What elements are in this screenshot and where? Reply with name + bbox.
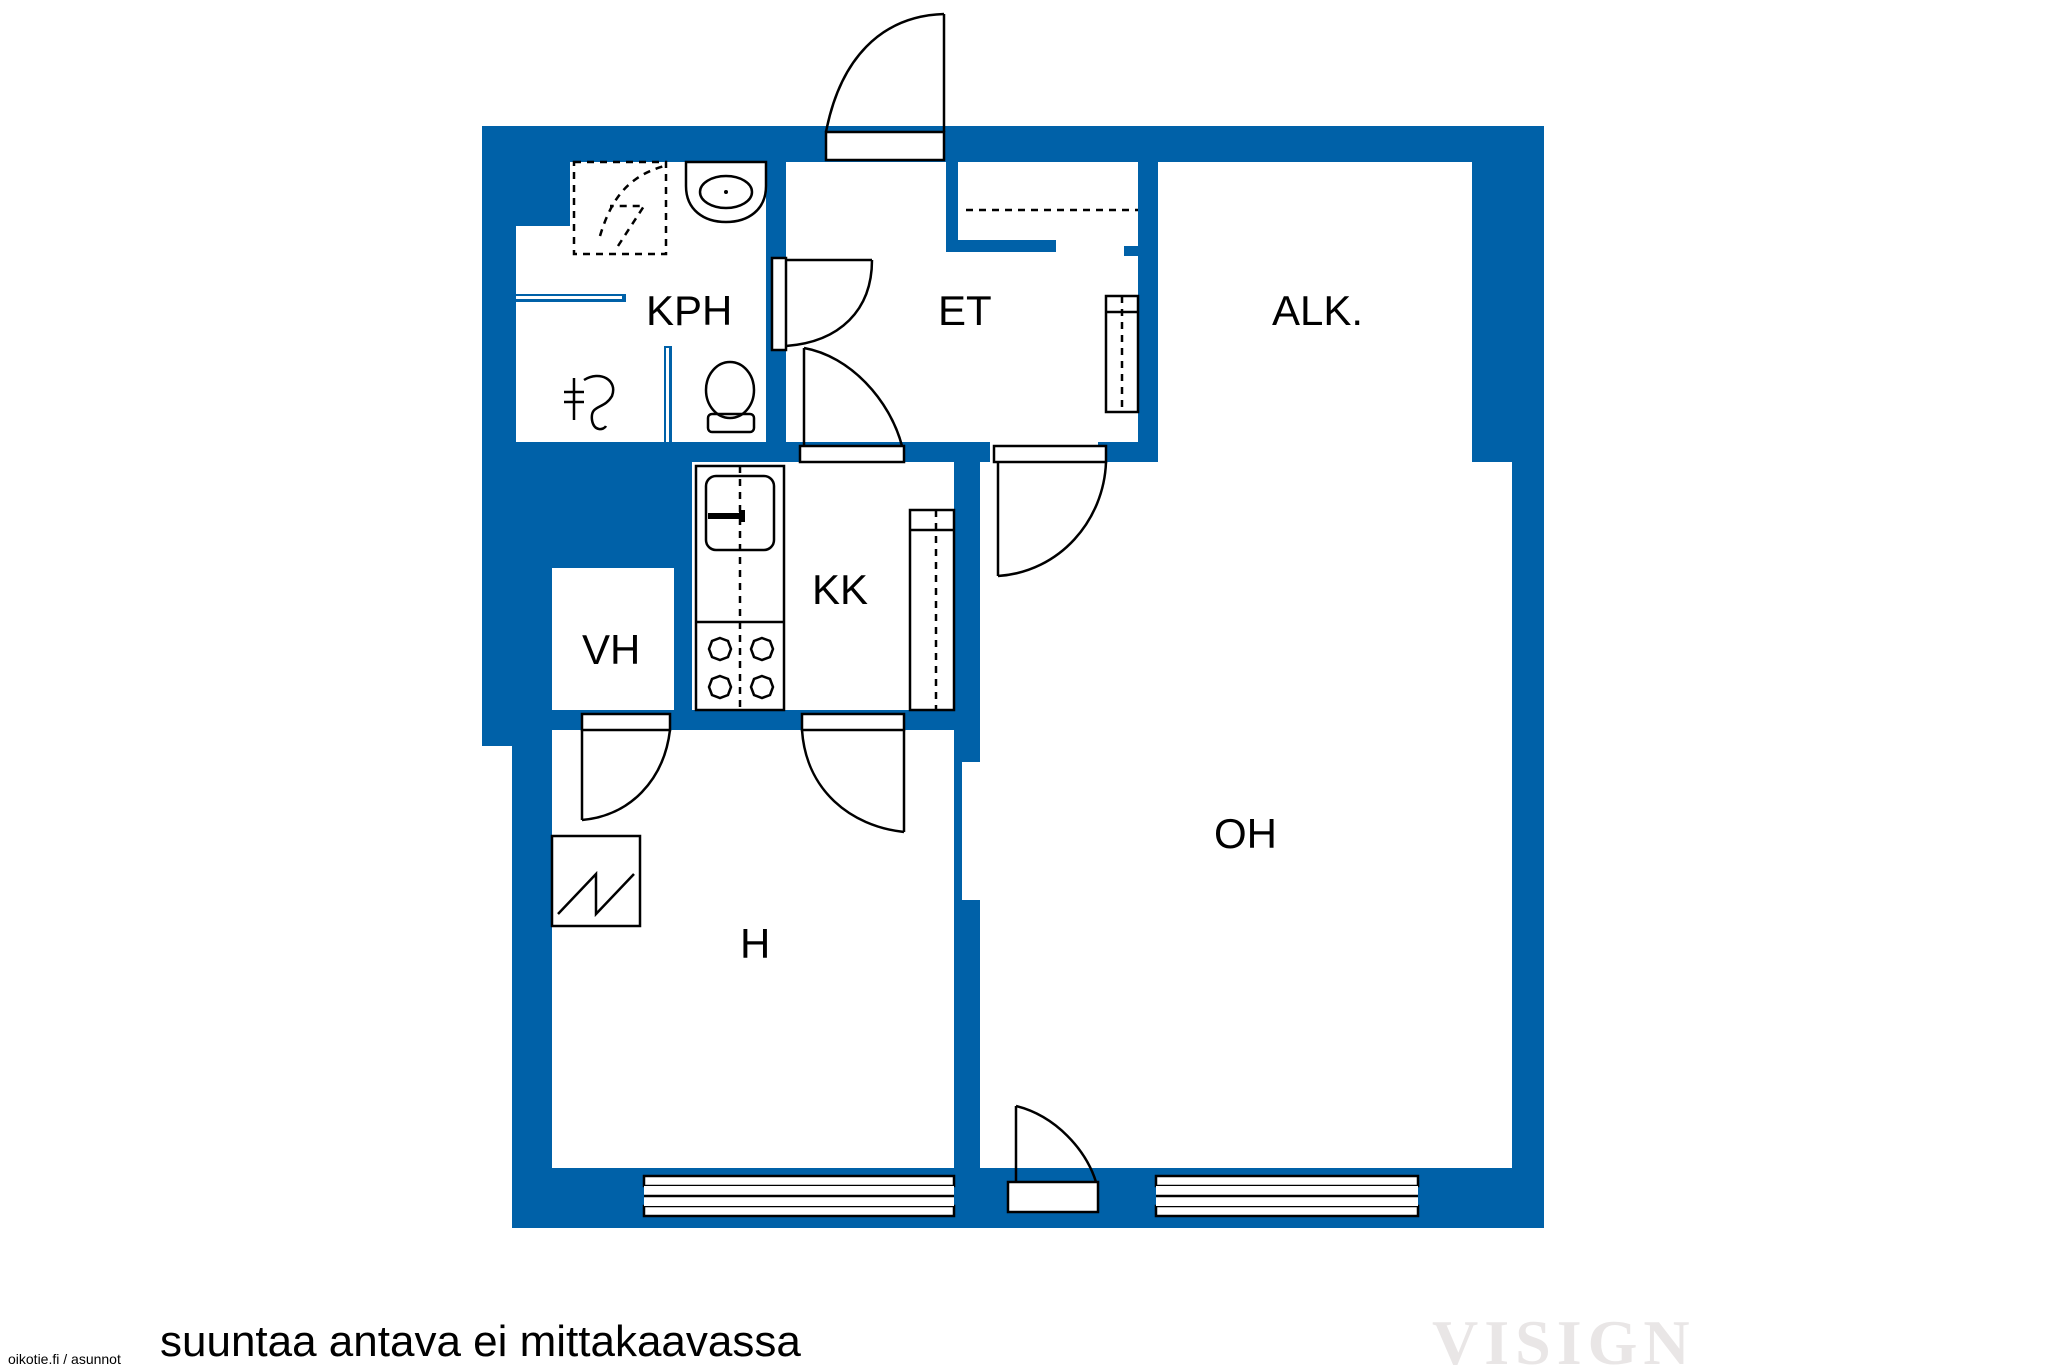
bathroom-sink — [684, 160, 768, 224]
window-bedroom — [642, 1174, 956, 1188]
kk-door-opening — [798, 444, 906, 464]
kph-wc-wall-line — [666, 348, 669, 442]
entrance-door-opening — [824, 130, 946, 162]
balcony-door-leaf — [1014, 1104, 1098, 1183]
vh-door-leaf — [580, 729, 672, 822]
scale-disclaimer: suuntaa antava ei mittakaavassa — [160, 1317, 801, 1365]
balcony-door-opening — [1006, 1180, 1100, 1214]
room-labels: KPH ET ALK. KK VH OH H — [582, 287, 1363, 967]
room-et-floor — [786, 162, 1138, 442]
window-living-2 — [1154, 1204, 1420, 1218]
entrance-door-leaf — [824, 12, 946, 133]
oh-door-opening — [992, 444, 1108, 464]
vh-door-opening — [580, 712, 672, 732]
kk-door-leaf — [802, 346, 904, 447]
oh-door-leaf — [996, 461, 1108, 578]
kph-door-opening — [770, 256, 788, 352]
visign-logo: VISIGN — [1432, 1307, 1696, 1365]
et-closet-wall-2 — [946, 162, 958, 252]
et-closet-wall-3 — [1124, 246, 1138, 256]
source-credit: oikotie.fi / asunnot — [8, 1351, 121, 1365]
room-label-et: ET — [938, 287, 992, 334]
stove-icon — [707, 636, 775, 700]
window-living — [1154, 1174, 1420, 1188]
electric-panel-icon — [550, 834, 642, 928]
room-vh-floor — [552, 568, 674, 710]
windows — [642, 1174, 1420, 1218]
window-bedroom-2 — [642, 1204, 956, 1218]
et-closet-wall — [946, 240, 1056, 252]
doors — [580, 12, 1108, 1214]
room-oh-floor — [962, 162, 1512, 1168]
toilet-icon — [704, 360, 756, 420]
floor-drain-icon — [564, 374, 615, 431]
kitchen-cabinet — [908, 508, 956, 712]
kph-door-leaf — [785, 258, 874, 348]
room-kph-floor — [516, 162, 766, 442]
room-h-floor — [552, 730, 954, 1168]
room-label-vh: VH — [582, 626, 640, 673]
h-door-opening — [800, 712, 906, 732]
room-label-kph: KPH — [646, 287, 732, 334]
room-label-alk: ALK. — [1272, 287, 1363, 334]
room-label-oh: OH — [1214, 810, 1277, 857]
room-label-h: H — [740, 920, 770, 967]
kph-shower-wall-line — [516, 296, 622, 299]
shower-area — [572, 160, 668, 256]
h-door-leaf — [800, 729, 906, 834]
fixtures — [550, 160, 1140, 928]
room-label-kk: KK — [812, 566, 868, 613]
